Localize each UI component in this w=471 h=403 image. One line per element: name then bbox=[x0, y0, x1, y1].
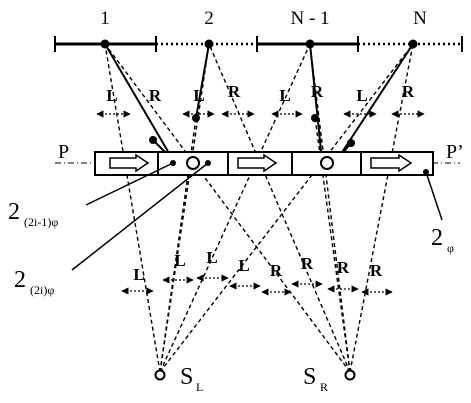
letter-r: R bbox=[402, 82, 415, 101]
letter-r: R bbox=[337, 258, 350, 277]
slab-label-phi: 2 φ bbox=[431, 225, 454, 255]
letter-r: R bbox=[228, 82, 241, 101]
letter-r: R bbox=[149, 86, 162, 105]
letter-r: R bbox=[270, 261, 283, 280]
svg-text:L: L bbox=[196, 380, 203, 394]
svg-text:(2i)φ: (2i)φ bbox=[30, 283, 54, 297]
letter-r: R bbox=[311, 82, 324, 101]
axis-label-left: P bbox=[58, 141, 69, 163]
node-label-2: 2 bbox=[204, 8, 214, 29]
svg-text:2: 2 bbox=[8, 199, 20, 225]
letter-l: L bbox=[279, 86, 290, 105]
svg-text:2: 2 bbox=[431, 225, 443, 251]
letter-l: L bbox=[356, 86, 367, 105]
axis-label-right: P’ bbox=[446, 141, 464, 163]
line-dots bbox=[149, 114, 355, 147]
svg-text:R: R bbox=[320, 380, 328, 394]
lower-polarizers: L L L L R R R R bbox=[121, 248, 393, 296]
node-label-n: N bbox=[413, 8, 427, 29]
svg-text:(2i-1)φ: (2i-1)φ bbox=[24, 215, 58, 229]
letter-l: L bbox=[133, 265, 144, 284]
leader-lines bbox=[71, 162, 443, 271]
svg-text:S: S bbox=[303, 364, 316, 390]
svg-text:2: 2 bbox=[14, 267, 26, 293]
letter-l: L bbox=[206, 248, 217, 267]
slab-label-2i-1: 2 (2i-1)φ bbox=[8, 199, 58, 229]
letter-l: L bbox=[106, 86, 117, 105]
letter-r: R bbox=[370, 261, 383, 280]
top-line bbox=[54, 36, 463, 52]
slab-label-2i: 2 (2i)φ bbox=[14, 267, 54, 297]
slab-arrows bbox=[109, 153, 413, 173]
letter-l: L bbox=[238, 256, 249, 275]
letter-r: R bbox=[301, 254, 314, 273]
letter-l: L bbox=[174, 251, 185, 270]
letter-l: L bbox=[193, 86, 204, 105]
slab-circles bbox=[186, 156, 334, 170]
source-right: S R bbox=[303, 364, 356, 394]
svg-text:S: S bbox=[180, 364, 193, 390]
node-label-n-1: N - 1 bbox=[290, 8, 329, 29]
source-left: S L bbox=[154, 364, 203, 394]
node-label-1: 1 bbox=[100, 8, 110, 29]
svg-text:φ: φ bbox=[447, 241, 454, 255]
upper-polarizers: L R L R L R L R bbox=[96, 82, 425, 118]
